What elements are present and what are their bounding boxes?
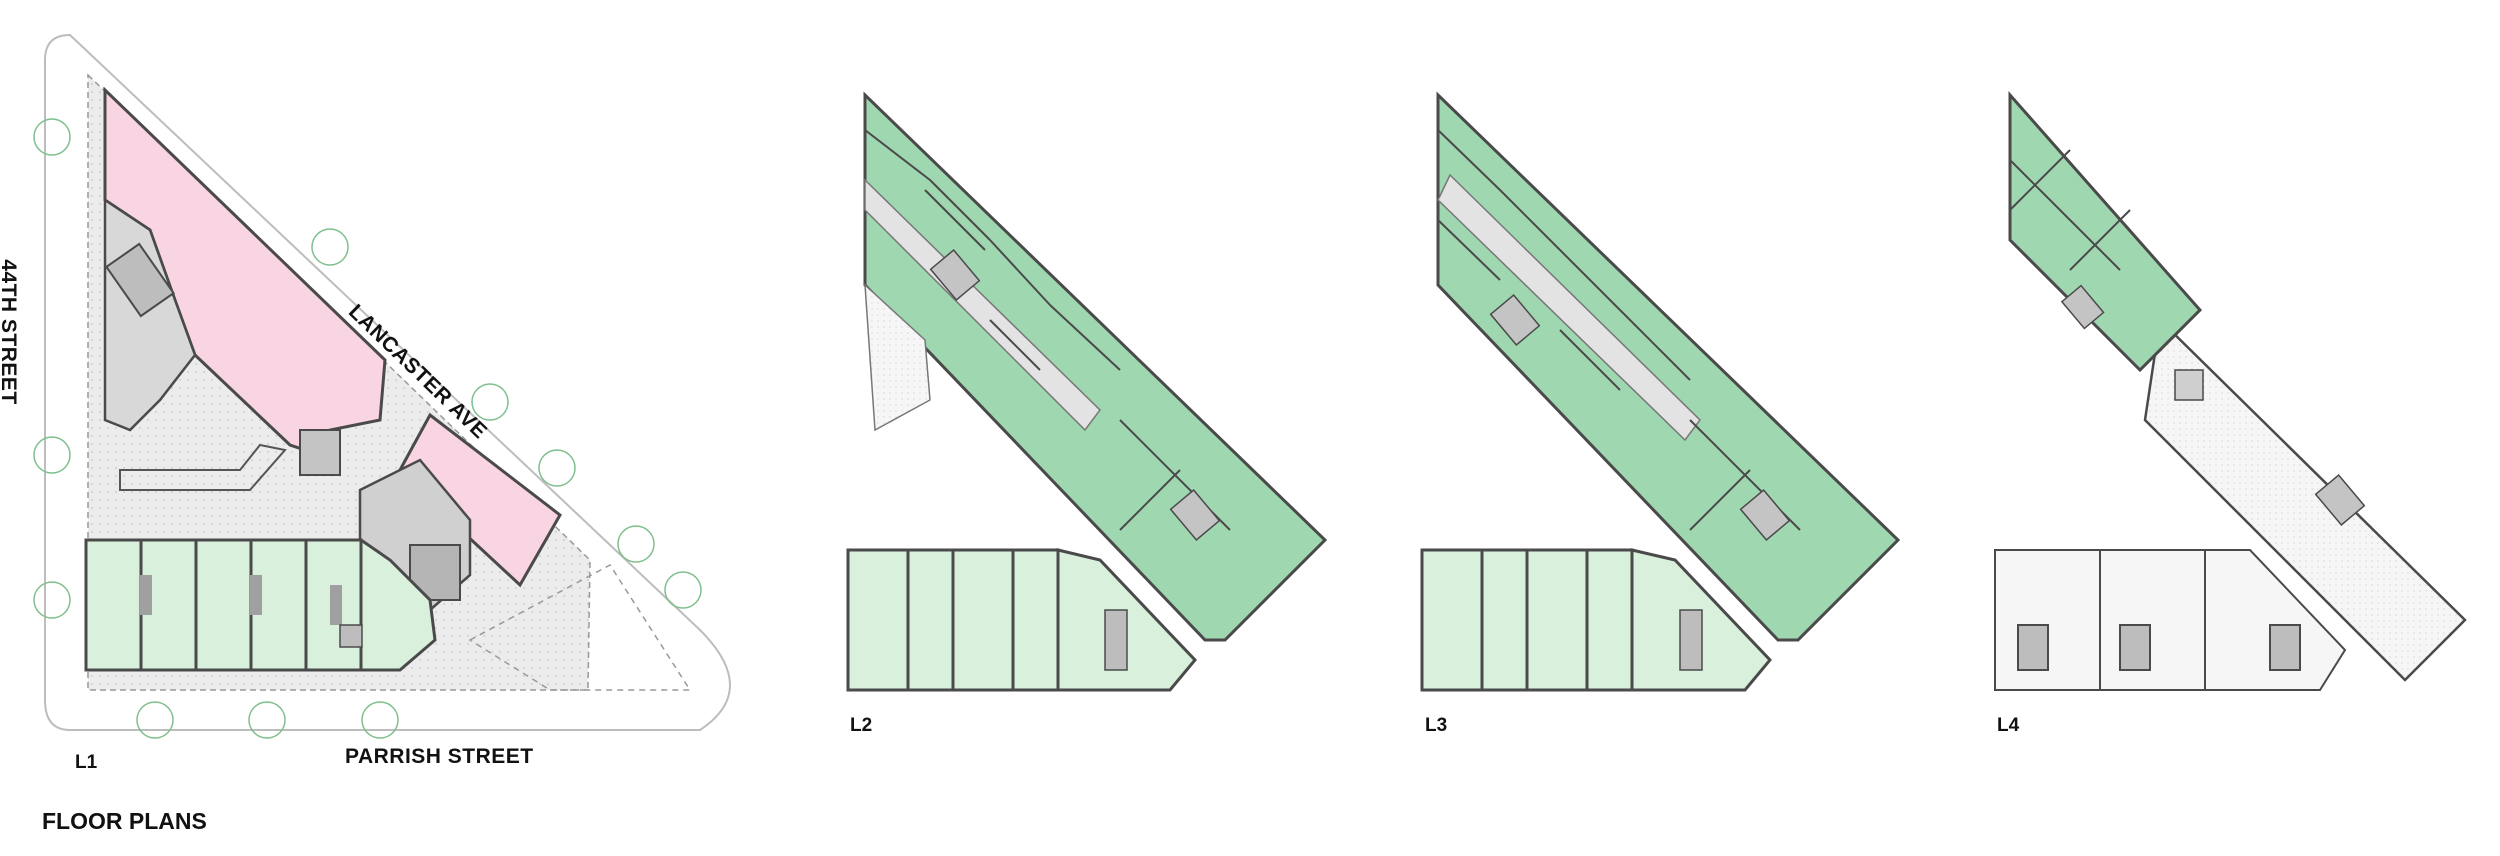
level-label-l2: L2 [850, 715, 873, 736]
stair-l4-a [2060, 284, 2105, 330]
plan-l2 [846, 91, 1328, 692]
residential-bar-l4 [2008, 91, 2203, 373]
drawing-caption: FLOOR PLANS [42, 808, 207, 834]
level-label-l3: L3 [1425, 715, 1448, 736]
roof-terrace-row-l4 [1994, 549, 2347, 691]
lobby-l2 [864, 283, 931, 432]
stair-l4-b [2314, 473, 2366, 527]
stair-l2-b [1169, 488, 1221, 542]
core-stair-west [105, 242, 175, 318]
stair-l2-a [929, 248, 981, 302]
townhouse-row-l1 [84, 537, 437, 672]
drop-off-lane [468, 564, 692, 691]
retail-space-corner [398, 412, 562, 588]
level-label-l1: L1 [75, 752, 98, 773]
corridor-l3 [1437, 173, 1701, 442]
plan-l3 [1420, 91, 1901, 692]
street-trees [33, 118, 702, 739]
site-boundary-l1 [44, 33, 731, 731]
plan-l1 [33, 33, 731, 739]
townhouse-row-l3 [1420, 548, 1773, 692]
residential-bar-l3 [1436, 91, 1901, 642]
ramp [119, 443, 287, 491]
street-label-44th: 44TH STREET [0, 259, 20, 405]
plan-l4 [1994, 91, 2467, 691]
core-stair-mid [409, 544, 461, 601]
corridor-l2 [864, 178, 1101, 432]
street-label-parrish: PARRISH STREET [345, 745, 534, 768]
stair-retail [299, 429, 341, 476]
stair-l3-a [1489, 293, 1541, 347]
level-label-l4: L4 [1997, 715, 2020, 736]
roof-deck-l4 [2143, 317, 2467, 682]
stair-l3-b [1739, 488, 1791, 542]
